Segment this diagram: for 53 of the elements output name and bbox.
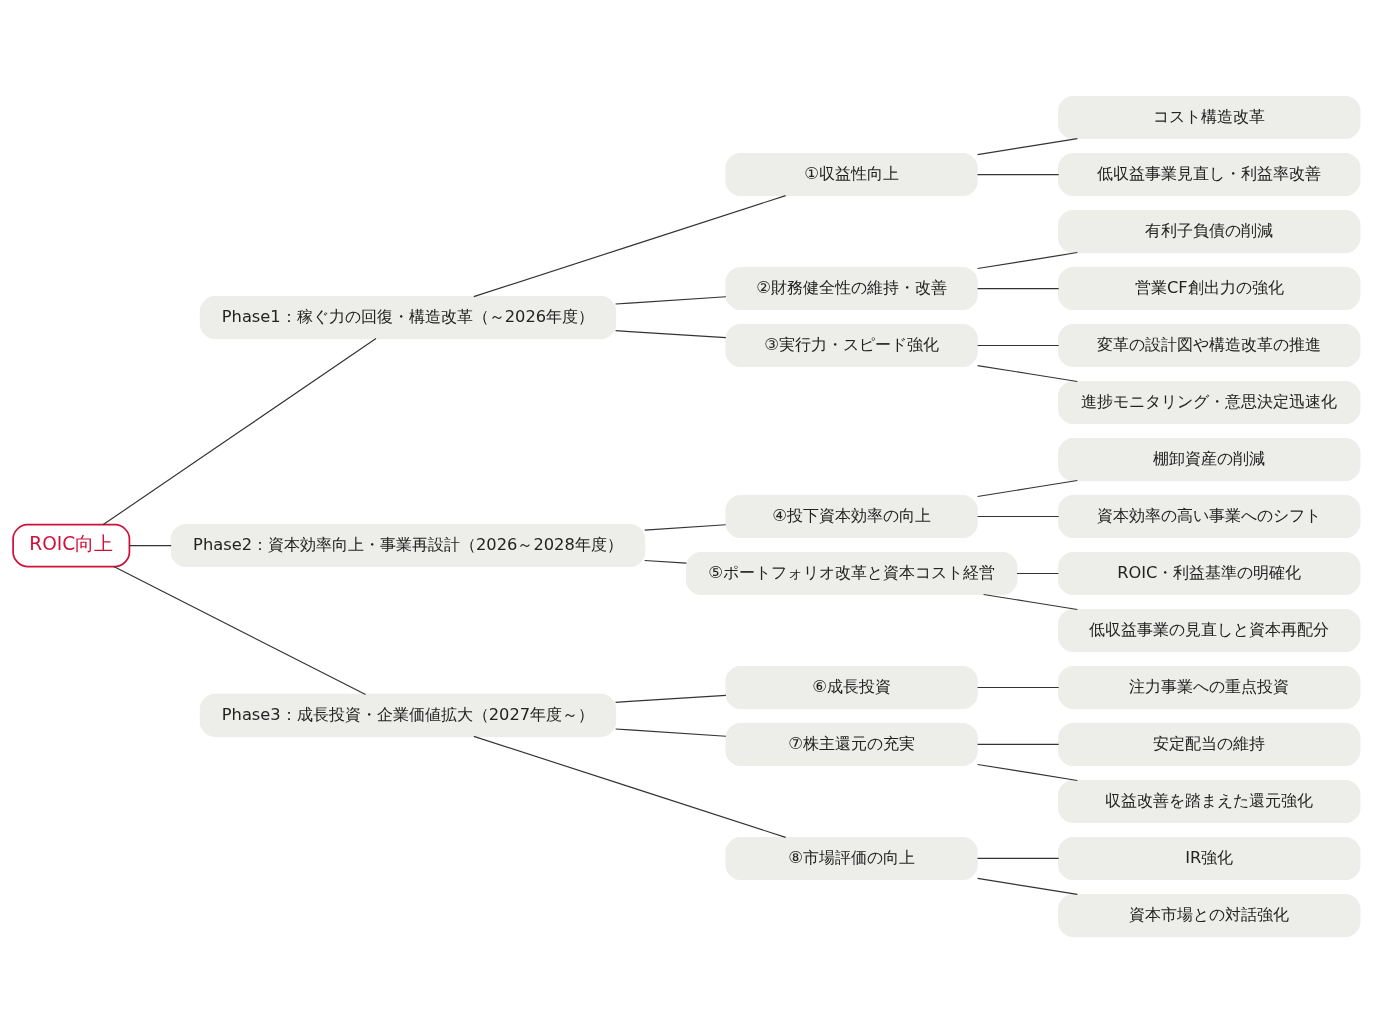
node-box: ⑧市場評価の向上 <box>725 836 978 880</box>
node-box: Phase3：成長投資・企業価値拡大（2027年度～） <box>199 693 617 737</box>
node-box: 資本市場との対話強化 <box>1058 893 1361 937</box>
connector <box>644 523 727 531</box>
node-box: Phase1：稼ぐ力の回復・構造改革（～2026年度） <box>199 295 617 339</box>
node-box: ROIC向上 <box>12 523 131 567</box>
node-box: 進捗モニタリング・意思決定迅速化 <box>1058 380 1361 424</box>
connector <box>473 194 787 297</box>
node-box: Phase2：資本効率向上・事業再設計（2026～2028年度） <box>170 523 646 567</box>
connector <box>977 137 1078 155</box>
node-box: ⑦株主還元の充実 <box>725 722 978 766</box>
connector <box>615 329 727 338</box>
connector <box>977 515 1060 517</box>
connector <box>983 593 1078 610</box>
connector <box>977 763 1078 781</box>
node-box: 低収益事業見直し・利益率改善 <box>1058 152 1361 196</box>
connector <box>615 694 727 703</box>
node-box: ROIC・利益基準の明確化 <box>1058 551 1361 595</box>
connector <box>644 559 687 564</box>
connector <box>113 565 367 695</box>
node-box: 低収益事業の見直しと資本再配分 <box>1058 608 1361 652</box>
connector <box>977 743 1060 745</box>
node-box: ⑤ポートフォリオ改革と資本コスト経営 <box>685 551 1018 595</box>
node-box: ③実行力・スピード強化 <box>725 323 978 367</box>
node-box: 資本効率の高い事業へのシフト <box>1058 494 1361 538</box>
node-box: 安定配当の維持 <box>1058 722 1361 766</box>
connector <box>473 735 787 838</box>
node-box: コスト構造改革 <box>1058 95 1361 139</box>
connector <box>977 686 1060 688</box>
connector <box>977 251 1078 269</box>
connector <box>977 364 1078 382</box>
connector <box>977 344 1060 346</box>
connector <box>615 727 727 737</box>
connector <box>615 295 727 305</box>
connector <box>102 337 377 525</box>
connector <box>977 287 1060 289</box>
node-box: ⑥成長投資 <box>725 665 978 709</box>
node-box: 注力事業への重点投資 <box>1058 665 1361 709</box>
connector <box>1016 572 1059 574</box>
connector <box>977 857 1060 859</box>
node-box: 棚卸資産の削減 <box>1058 437 1361 481</box>
node-box: ②財務健全性の維持・改善 <box>725 266 978 310</box>
connector <box>128 544 172 546</box>
node-box: 営業CF創出力の強化 <box>1058 266 1361 310</box>
node-box: ①収益性向上 <box>725 152 978 196</box>
connector <box>977 173 1060 175</box>
connector <box>977 479 1078 497</box>
node-box: ④投下資本効率の向上 <box>725 494 978 538</box>
connector <box>977 877 1078 895</box>
node-box: 有利子負債の削減 <box>1058 209 1361 253</box>
node-box: 変革の設計図や構造改革の推進 <box>1058 323 1361 367</box>
node-box: IR強化 <box>1058 836 1361 880</box>
node-box: 収益改善を踏まえた還元強化 <box>1058 779 1361 823</box>
